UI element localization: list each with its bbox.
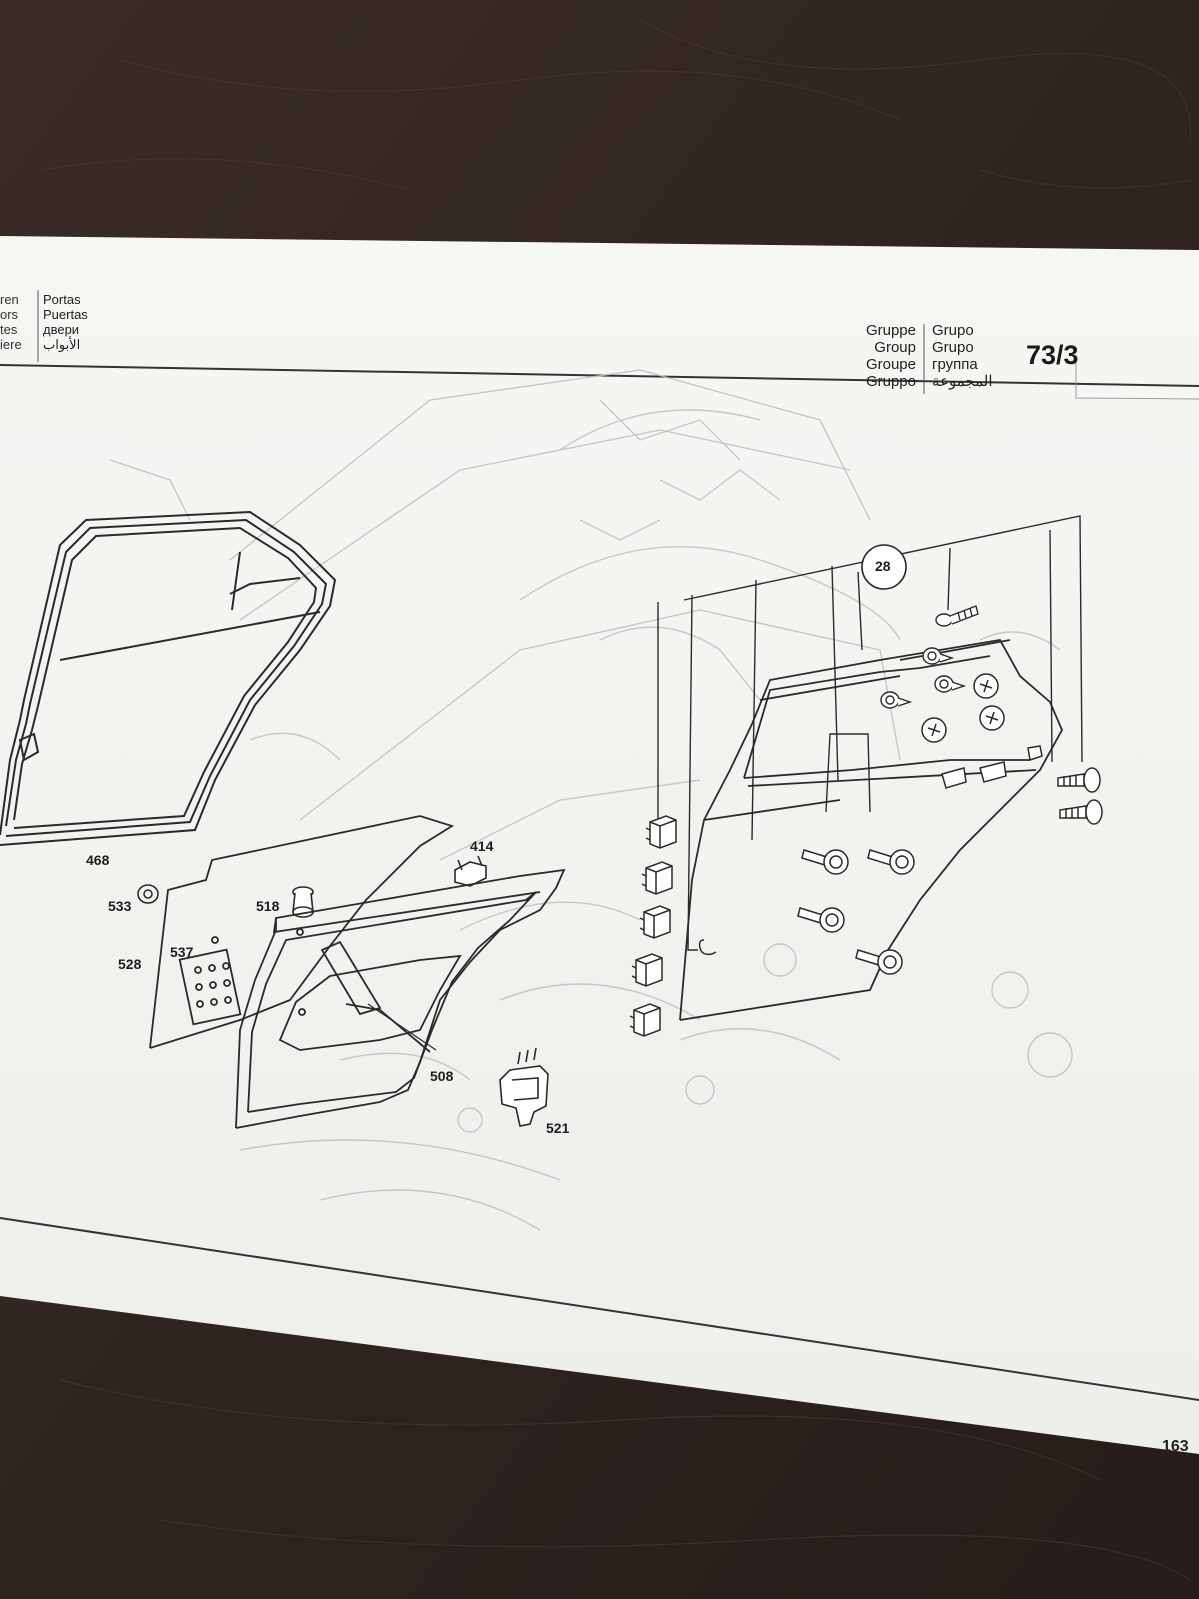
cross-caps — [921, 673, 1005, 743]
small-brackets — [941, 745, 1043, 789]
screw-top — [935, 605, 979, 627]
header-left-word-2: двери — [43, 322, 80, 337]
countersunk-screws — [1057, 767, 1103, 825]
grommet-533 — [137, 884, 159, 904]
callout-28-circle — [861, 544, 907, 590]
header-right-right-words: Grupo Grupo группа المجموعة — [932, 322, 993, 390]
header-left-word-1: Puertas — [43, 307, 88, 322]
bolts — [797, 849, 915, 975]
header-right-frame — [1075, 360, 1199, 400]
group-label-en: Group — [874, 339, 916, 356]
group-number: 73/3 — [1026, 340, 1079, 370]
door-trim-508 — [235, 868, 566, 1129]
callout-518: 518 — [256, 898, 280, 914]
left-part-leaders — [367, 1003, 437, 1051]
hook-part — [698, 939, 717, 956]
clip-518 — [292, 886, 314, 918]
header-left-word-3: الأبواب — [43, 337, 81, 352]
clip-column — [629, 815, 677, 1037]
callout-468: 468 — [86, 852, 110, 868]
callout-528: 528 — [118, 956, 142, 972]
group-label-ar: المجموعة — [932, 373, 993, 390]
retainer-414 — [454, 855, 487, 887]
manual-page — [0, 236, 1199, 1454]
header-left-cut-1: ors — [0, 307, 19, 322]
callout-537: 537 — [170, 944, 194, 960]
header-left-cut-3: iere — [0, 337, 22, 352]
header-right-left-words: Gruppe Group Groupe Gruppo — [846, 322, 916, 390]
group-label-pt: Grupo — [932, 322, 974, 339]
callout-533: 533 — [108, 898, 132, 914]
callout-28: 28 — [875, 558, 891, 574]
door-seal-468 — [0, 510, 337, 846]
group-label-es: Grupo — [932, 339, 974, 356]
faint-background-diagram — [109, 369, 1073, 1231]
page-number: 163 — [1162, 1438, 1199, 1456]
callout-414: 414 — [470, 838, 494, 854]
header-left-word-0: Portas — [43, 292, 81, 307]
header-left-cut-2: tes — [0, 322, 18, 337]
callout-521: 521 — [546, 1120, 570, 1136]
header-left-cut-0: ren — [0, 292, 19, 307]
bottom-frame-line — [0, 1217, 1199, 1401]
push-rivets — [880, 647, 967, 709]
group-label-de: Gruppe — [865, 322, 916, 339]
leather-creases — [39, 19, 1192, 1581]
page-number-text: 163 — [1162, 1438, 1189, 1455]
door-panel-528 — [149, 815, 455, 1049]
bracket-521 — [499, 1047, 549, 1127]
group-label-fr: Groupe — [865, 356, 916, 373]
header-left-cut-col: ren ors tes iere — [0, 292, 22, 352]
group-label-it: Gruppo — [865, 373, 916, 390]
fastener-group-28-leaders — [657, 515, 1083, 951]
group-label-ru: группа — [932, 356, 978, 373]
callout-508: 508 — [430, 1068, 454, 1084]
header-left-words: Portas Puertas двери الأبواب — [43, 292, 88, 352]
